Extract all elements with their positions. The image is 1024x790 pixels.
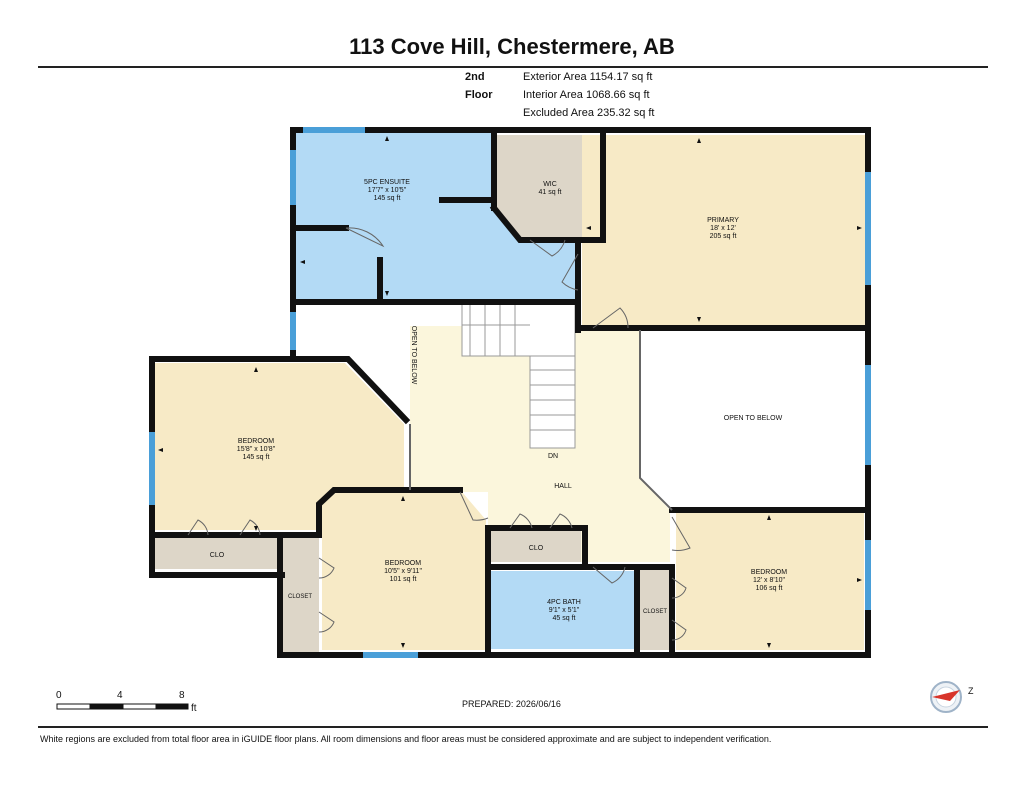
bedroom-mid-area-label: 101 sq ft — [390, 576, 417, 583]
primary-dims: 18' x 12' — [710, 225, 736, 232]
stairs-dn: DN — [548, 453, 558, 460]
bedroom-mid-name: BEDROOM — [385, 560, 421, 567]
bath-area — [491, 571, 636, 649]
primary-area-label: 205 sq ft — [710, 233, 737, 240]
exterior-area: Exterior Area 1154.17 sq ft — [523, 71, 653, 83]
scale-label-4: 4 — [117, 690, 123, 701]
compass-label: Z — [968, 686, 974, 696]
closet-left-area — [283, 538, 319, 653]
clo-left-area — [155, 538, 281, 569]
scale-unit: ft — [191, 703, 197, 714]
primary-area — [582, 135, 865, 325]
disclaimer: White regions are excluded from total fl… — [40, 734, 772, 744]
open-below-left: OPEN TO BELOW — [410, 326, 417, 385]
wic-area — [497, 135, 600, 238]
bedroom-left-dims: 15'8" x 10'8" — [237, 446, 276, 453]
top-divider — [38, 66, 988, 68]
closet-right-area — [638, 570, 672, 650]
bath-name: 4PC BATH — [547, 599, 581, 606]
primary-name: PRIMARY — [707, 217, 739, 224]
scale-label-8: 8 — [179, 690, 185, 701]
bedroom-mid-dims: 10'5" x 9'11" — [384, 568, 422, 575]
scale-bar — [56, 703, 189, 710]
room-labels: 5PC ENSUITE 17'7" x 10'5" 145 sq ft WIC … — [210, 179, 787, 622]
bedroom-right-area — [676, 512, 864, 650]
closet-left-name: CLOSET — [288, 594, 312, 600]
excluded-area: Excluded Area 235.32 sq ft — [523, 107, 655, 119]
room-fills — [155, 133, 865, 653]
ensuite-name: 5PC ENSUITE — [364, 179, 410, 186]
page-title: 113 Cove Hill, Chestermere, AB — [349, 34, 675, 59]
bottom-divider — [38, 726, 988, 728]
ensuite-area: 145 sq ft — [374, 195, 401, 202]
compass-icon: Z — [930, 681, 974, 713]
windows — [149, 127, 871, 658]
closet-right-name: CLOSET — [643, 609, 667, 615]
bedroom-mid-area — [322, 492, 486, 650]
bedroom-right-dims: 12' x 8'10" — [753, 577, 786, 584]
bedroom-left-name: BEDROOM — [238, 438, 274, 445]
clo-mid-area — [491, 530, 581, 562]
ensuite-area — [296, 133, 496, 300]
wic-area-label: 41 sq ft — [539, 189, 562, 196]
open-below-right: OPEN TO BELOW — [724, 415, 783, 422]
bedroom-left-area-label: 145 sq ft — [243, 454, 270, 461]
prepared-date: PREPARED: 2026/06/16 — [462, 699, 561, 709]
hall-name: HALL — [554, 483, 572, 490]
ensuite-dims: 17'7" x 10'5" — [368, 187, 407, 194]
thin-walls — [409, 330, 673, 511]
bedroom-right-name: BEDROOM — [751, 569, 787, 576]
doors — [187, 227, 691, 641]
staircase — [461, 303, 576, 449]
clo-left-name: CLO — [210, 552, 225, 559]
bath-dims: 9'1" x 5'1" — [549, 607, 580, 614]
interior-area: Interior Area 1068.66 sq ft — [523, 89, 650, 101]
floor-label: 2nd Floor — [465, 71, 493, 101]
bedroom-right-area-label: 106 sq ft — [756, 585, 783, 592]
walls — [149, 127, 871, 658]
clo-mid-name: CLO — [529, 545, 544, 552]
bath-area-label: 45 sq ft — [553, 615, 576, 622]
scale-label-0: 0 — [56, 690, 62, 701]
wic-name: WIC — [543, 181, 557, 188]
dimension-markers — [158, 136, 862, 648]
